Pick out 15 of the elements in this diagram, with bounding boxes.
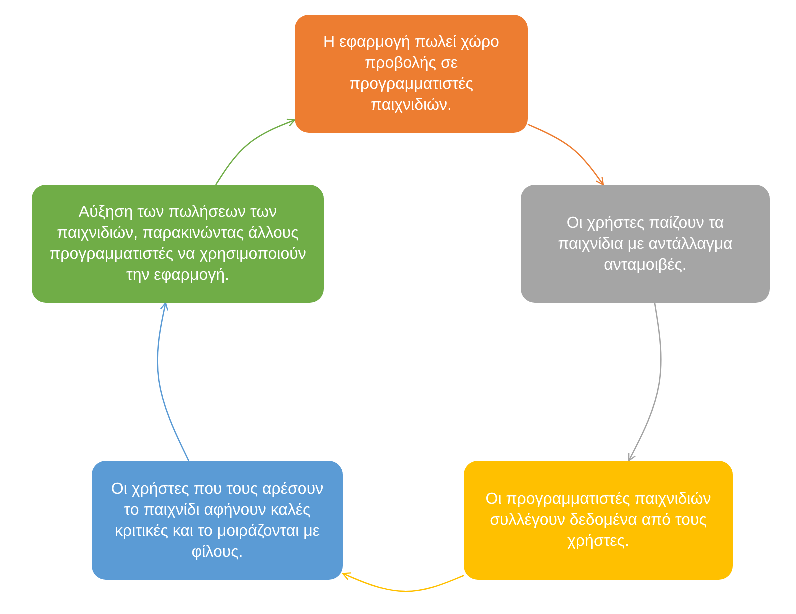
box-text: Οι χρήστες παίζουν τα παιχνίδια με αντάλλαγμα ανταμοιβές.	[557, 214, 734, 276]
arrow	[528, 124, 604, 186]
arrow	[628, 302, 662, 462]
box-text: Οι προγραμματιστές παιχνιδιών συλλέγουν δεδομένα από τους χρήστες.	[484, 490, 712, 552]
process-box	[32, 185, 324, 303]
arrow	[342, 572, 464, 592]
process-box	[464, 461, 733, 580]
box-text: Η εφαρμογή πωλεί χώρο προβολής σε προγραμματιστές παιχνιδιών.	[322, 33, 500, 116]
process-box	[295, 15, 528, 133]
process-box	[92, 461, 343, 580]
process-box	[521, 185, 770, 303]
box-text: Αύξηση των πωλήσεων των παιχνιδιών, παρακινώντας άλλους προγραμματιστές να χρησιμοποιούν την εφαρμογή.	[48, 203, 308, 286]
arrow	[157, 302, 190, 462]
box-text: Οι χρήστες που τους αρέσουν το παιχνίδι αφήνουν καλές κριτικές και το μοιράζονται με φίλους.	[110, 480, 325, 562]
arrow	[215, 118, 296, 186]
